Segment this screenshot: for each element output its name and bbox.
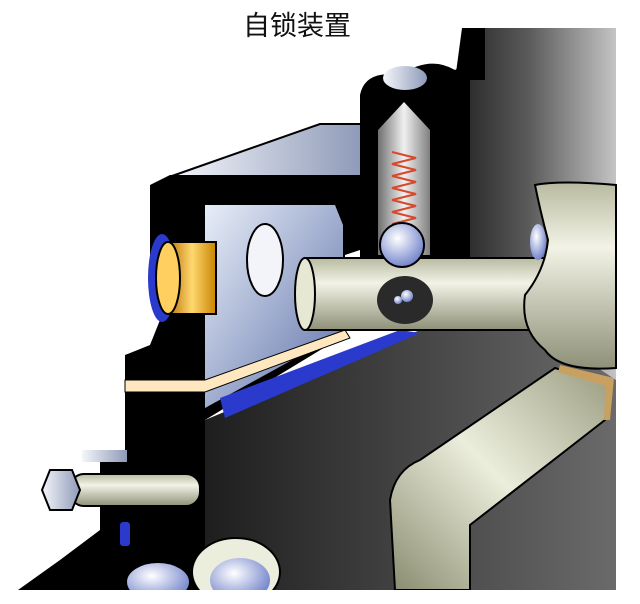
pin-end: [155, 241, 181, 315]
notch-ball: [401, 290, 413, 302]
small-slot: [120, 522, 130, 546]
spring: [391, 151, 417, 225]
bolt-rod: [69, 473, 201, 507]
shift-fork: [523, 181, 617, 370]
plate: [205, 205, 343, 408]
shift-rail-end: [294, 257, 316, 331]
plate-hole: [246, 223, 284, 297]
bolt-head-icon: [40, 469, 82, 511]
orange-strip: [124, 329, 351, 393]
top-cover: [171, 123, 363, 177]
diagram-title: 自锁装置: [243, 11, 351, 42]
bolt-block: [82, 450, 127, 462]
housing-bump: [383, 66, 427, 90]
notch-ball: [394, 296, 402, 304]
arm-bracket: [558, 365, 614, 420]
lower-housing: [205, 330, 616, 590]
bottom-edge: [0, 590, 640, 604]
blue-strip: [220, 330, 420, 418]
detent-ball: [379, 222, 425, 268]
blue-ring: [530, 224, 546, 260]
fork-arm: [388, 366, 612, 591]
